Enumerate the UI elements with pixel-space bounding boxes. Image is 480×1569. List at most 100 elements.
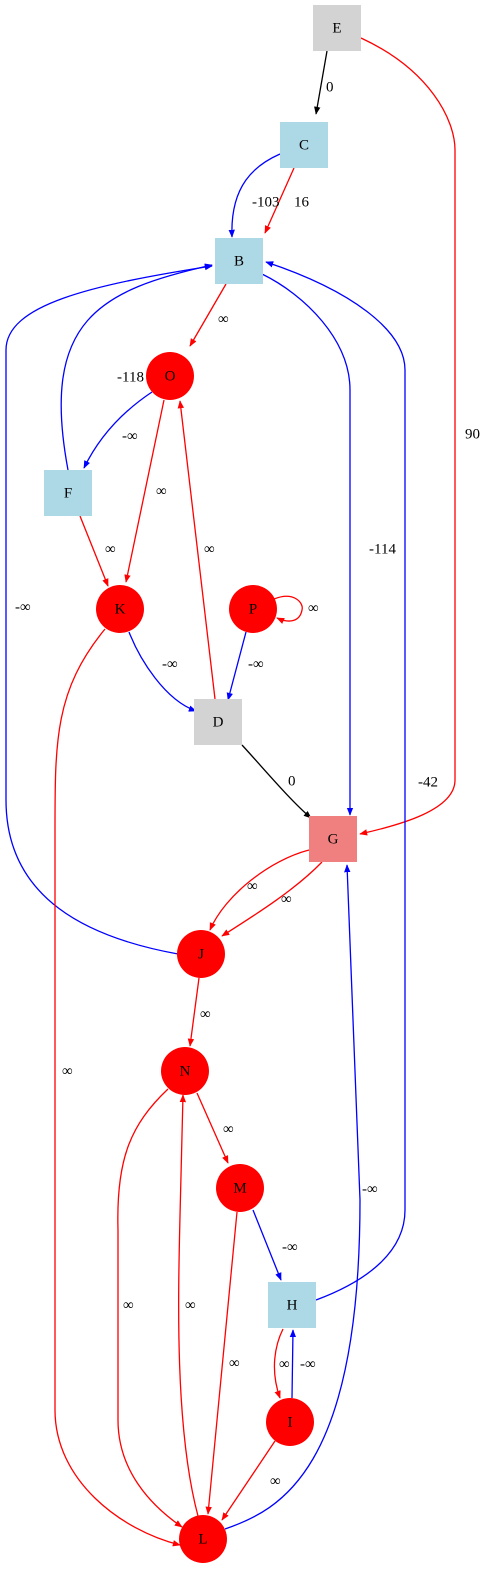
edge-label-k-l: ∞ [62,1063,73,1079]
node-label: E [332,20,341,36]
node-circle [266,1398,314,1446]
node-circle [96,585,144,633]
node-k: K [96,585,144,633]
node-label: H [287,1297,298,1313]
node-j: J [177,930,225,978]
node-box [268,1282,316,1328]
edge-d-to-o [177,400,216,700]
node-g: G [309,816,357,862]
node-label: I [288,1414,293,1430]
node-box [215,238,263,284]
node-c: C [280,122,328,168]
edge-h-to-b [265,261,406,1301]
edge-label-n-m: ∞ [223,1121,234,1137]
edge-p-to-d [226,631,247,701]
edge-g-to-j [221,861,323,937]
node-label: M [233,1180,246,1196]
node-circle [161,1047,209,1095]
node-circle [146,352,194,400]
edge-g-to-j [209,849,310,931]
edge-m-to-l [205,1211,238,1515]
edge-n-to-l [117,1088,183,1528]
edge-label-l-g: -∞ [362,1181,378,1197]
edge-label-d-g: 0 [288,773,296,789]
node-f: F [44,470,92,516]
edge-j-to-n [187,977,200,1047]
edges-layer [5,37,456,1547]
edge-label-m-h: -∞ [282,1239,298,1255]
node-i: I [266,1398,314,1446]
edge-label-n-l: ∞ [123,1297,134,1313]
edge-label-g-j: ∞ [281,891,292,907]
edge-i-to-l [221,1440,276,1521]
edge-i-to-h [289,1329,297,1399]
node-d: D [194,699,242,745]
edge-label-h-i: ∞ [279,1356,290,1372]
node-l: L [179,1515,227,1563]
node-n: N [161,1047,209,1095]
node-m: M [216,1164,264,1212]
node-label: J [198,946,204,962]
nodes-layer: E C B O F K P D G J N M H I L [44,5,361,1563]
node-label: C [299,137,309,153]
node-circle [179,1515,227,1563]
edge-labels-layer: 0 90 -103 16 ∞ -114 -118 -∞ -42 -∞ ∞ ∞ ∞ ∞ -∞ -∞ ∞ 0 ∞ ∞ ∞ ∞ ∞… [15,79,480,1489]
edge-label-o-k: ∞ [156,483,167,499]
edge-label-k-d: -∞ [162,656,178,672]
edge-label-c-b: -103 [252,194,280,210]
edge-label-h-b: -42 [418,774,438,790]
edge-label-m-l: ∞ [229,1355,240,1371]
node-e: E [313,5,361,51]
edge-label-p-d: -∞ [248,656,264,672]
edge-label-e-g: 90 [465,426,480,442]
edge-n-to-m [196,1092,229,1164]
edge-label-f-b: -118 [117,369,144,385]
edge-label-i-h: -∞ [300,1356,316,1372]
edge-h-to-i [273,1328,284,1399]
node-circle [216,1164,264,1212]
node-box [280,122,328,168]
edge-f-to-b [60,263,213,471]
edge-m-to-h [252,1209,282,1281]
edge-c-to-b [228,153,281,238]
edge-f-to-k [79,515,109,587]
node-circle [229,585,277,633]
node-label: P [249,601,257,617]
edge-o-to-k [124,399,165,583]
edge-e-to-g [359,37,456,836]
edge-d-to-g [241,744,312,819]
node-label: B [234,253,244,269]
edge-label-c-b: 16 [294,194,310,210]
edge-label-l-n: ∞ [185,1297,196,1313]
edge-label-f-k: ∞ [105,541,116,557]
node-o: O [146,352,194,400]
edge-label-b-g: -114 [369,541,396,557]
node-circle [177,930,225,978]
node-box [309,816,357,862]
edge-label-b-o: ∞ [218,311,229,327]
node-label: K [115,601,126,617]
node-p: P [229,585,277,633]
edge-l-to-g [224,864,361,1530]
edge-j-to-b [5,263,213,955]
edge-label-o-f: -∞ [122,428,138,444]
edge-label-p-p: ∞ [308,600,319,616]
node-box [44,470,92,516]
node-label: O [165,368,176,384]
node-h: H [268,1282,316,1328]
edge-label-e-c: 0 [326,79,334,95]
node-label: F [64,485,72,501]
edge-k-to-d [128,631,197,712]
edge-p-to-p [273,595,303,624]
edge-label-i-l: ∞ [270,1473,281,1489]
edge-o-to-f [83,391,153,469]
edge-label-j-n: ∞ [200,1006,211,1022]
node-label: D [213,714,224,730]
edge-e-to-c [314,50,328,115]
edge-l-to-n [178,1094,199,1517]
node-b: B [215,238,263,284]
edge-label-g-j: ∞ [247,878,258,894]
edge-c-to-b [264,167,295,234]
edge-k-to-l [54,628,181,1547]
edge-label-j-b: -∞ [15,599,31,615]
